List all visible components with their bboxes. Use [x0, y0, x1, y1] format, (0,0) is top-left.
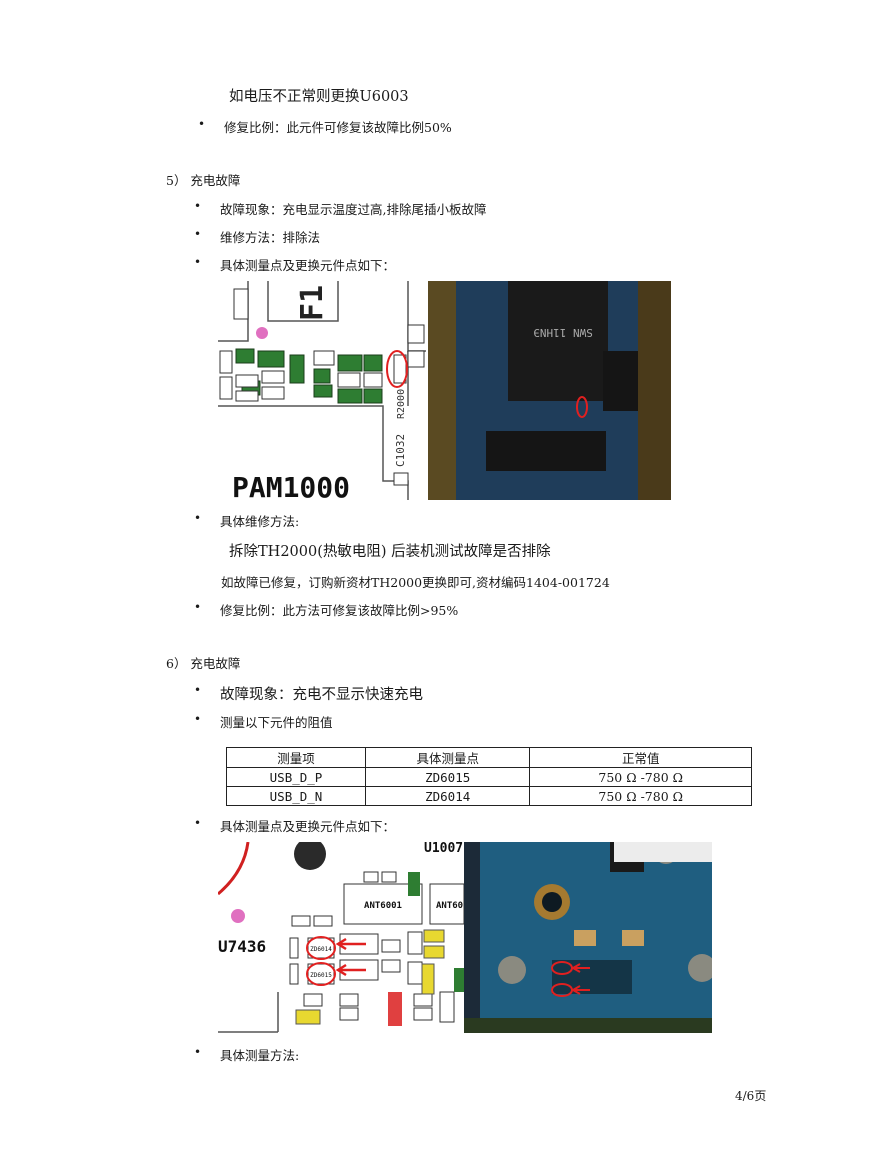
- table-cell: 750 Ω -780 Ω: [529, 767, 752, 787]
- s5-repair-ratio: 修复比例：此方法可修复该故障比例>95%: [194, 600, 458, 619]
- table-cell: 750 Ω -780 Ω: [529, 786, 752, 806]
- table-header: 测量项: [226, 747, 366, 768]
- label-c1032: C1032: [394, 434, 407, 467]
- s5-detail-title: 具体维修方法:: [194, 511, 299, 530]
- pcb-figure-2: U1007 U7436 ANT6001 ANT60 ZD6014 ZD601: [218, 842, 712, 1033]
- label-f1: F1: [295, 285, 330, 321]
- label-zd6014: ZD6014: [310, 946, 332, 953]
- table-header: 正常值: [529, 747, 752, 768]
- s5-detail-main: 拆除TH2000(热敏电阻) 后装机测试故障是否排除: [229, 544, 551, 560]
- resistance-table: 测量项 具体测量点 正常值 USB_D_P ZD6015 750 Ω -780 …: [226, 747, 752, 806]
- table-row: USB_D_N ZD6014 750 Ω -780 Ω: [226, 786, 752, 806]
- table-header-row: 测量项 具体测量点 正常值: [226, 747, 752, 768]
- table-row: USB_D_P ZD6015 750 Ω -780 Ω: [226, 767, 752, 787]
- table-cell: ZD6014: [364, 786, 531, 806]
- s5-method: 维修方法：排除法: [194, 227, 320, 246]
- table-cell: USB_D_N: [226, 786, 366, 806]
- label-u7436: U7436: [218, 937, 266, 956]
- label-ant6001: ANT6001: [364, 901, 402, 911]
- section-5-heading: 5） 充电故障: [166, 173, 241, 188]
- s6-method-title: 具体测量方法:: [194, 1045, 299, 1064]
- s5-detail-sub: 如故障已修复，订购新资材TH2000更换即可,资材编码1404-001724: [221, 575, 610, 590]
- pcb-figure-1: F1 R2000 C1032 PAM1000 SWN 11HNЭ: [218, 281, 671, 500]
- label-u1007: U1007: [424, 842, 463, 856]
- s6-points: 具体测量点及更换元件点如下：: [194, 816, 395, 835]
- label-zd6015: ZD6015: [310, 972, 332, 979]
- s5-points: 具体测量点及更换元件点如下：: [194, 255, 395, 274]
- section-6-heading: 6） 充电故障: [166, 656, 241, 671]
- table-header: 具体测量点: [364, 747, 531, 768]
- label-ant60: ANT60: [436, 901, 463, 911]
- figure-charging-temp: F1 R2000 C1032 PAM1000 SWN 11HNЭ: [218, 281, 671, 500]
- label-pam1000: PAM1000: [232, 471, 350, 500]
- page-number: 4/6页: [735, 1089, 767, 1103]
- table-cell: ZD6015: [364, 767, 531, 787]
- s6-measure: 测量以下元件的阻值: [194, 712, 332, 731]
- s6-symptom: 故障现象：充电不显示快速充电: [194, 683, 423, 704]
- repair-ratio-top: 修复比例：此元件可修复该故障比例50%: [198, 117, 452, 136]
- voltage-note: 如电压不正常则更换U6003: [229, 89, 409, 105]
- label-r2000: R2000: [396, 389, 407, 419]
- table-cell: USB_D_P: [226, 767, 366, 787]
- chip-marking: SWN 11HNЭ: [533, 326, 593, 339]
- figure-fast-charge: U1007 U7436 ANT6001 ANT60 ZD6014 ZD601: [218, 842, 712, 1033]
- s5-symptom: 故障现象：充电显示温度过高,排除尾插小板故障: [194, 199, 487, 218]
